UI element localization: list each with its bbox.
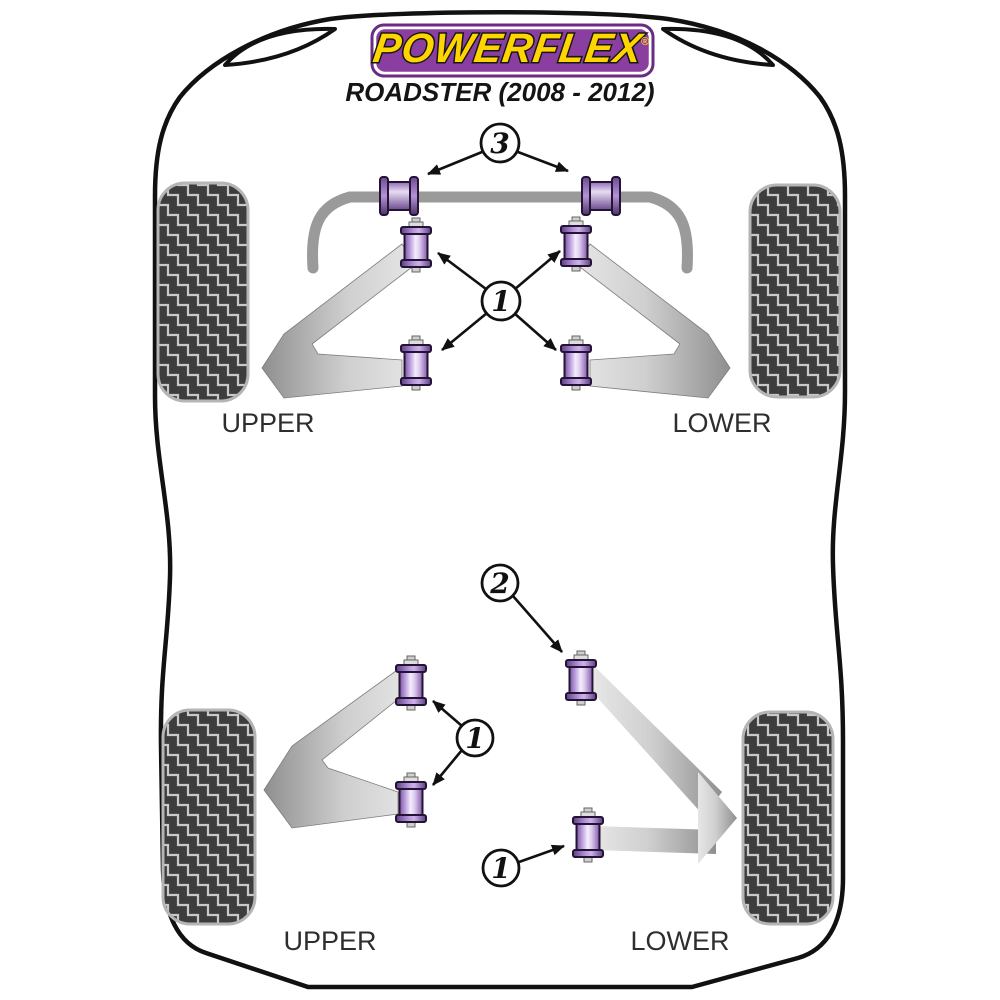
rear-lower-arm-bush-rear bbox=[572, 807, 604, 863]
anti-roll-bar bbox=[306, 191, 694, 274]
arrow-2-to-rear-lower-front-bush bbox=[512, 595, 563, 653]
rear-upper-label: UPPER bbox=[283, 926, 376, 956]
front-upper-arm bbox=[261, 243, 417, 399]
anti-roll-bar-bush-left bbox=[379, 176, 419, 216]
arrow-1-to-rear-upper-rear-bush bbox=[431, 749, 464, 786]
front-upper-arm-bush-front bbox=[400, 217, 432, 273]
arrow-1-to-front-upper-rear-bush bbox=[441, 311, 488, 352]
rear-upper-arm-bush-rear bbox=[395, 772, 427, 828]
callout-number: 1 bbox=[491, 852, 510, 885]
arrow-3-to-left-spool bbox=[427, 150, 483, 176]
callout-number: 1 bbox=[491, 285, 510, 318]
tire-front-left bbox=[156, 181, 250, 403]
powerflex-logo: POWERFLEX ® bbox=[369, 23, 655, 78]
rear-upper-arm bbox=[263, 667, 413, 829]
logo-outer-border bbox=[370, 23, 655, 78]
arrow-1-to-rear-lower-rear-bush bbox=[518, 844, 565, 864]
callout-rear-upper: 1 bbox=[455, 718, 495, 758]
front-lower-arm-bush-front bbox=[560, 216, 592, 272]
tire-rear-right bbox=[741, 710, 835, 926]
rear-upper-arm-bush-front bbox=[395, 655, 427, 711]
brand-wordmark: POWERFLEX bbox=[370, 25, 647, 71]
headlight-right-icon bbox=[661, 26, 775, 67]
headlight-left-icon bbox=[223, 26, 337, 67]
arrow-1-to-rear-upper-front-bush bbox=[432, 700, 463, 727]
arrow-1-to-front-lower-front-bush bbox=[514, 250, 561, 290]
front-lower-arm-bush-rear bbox=[560, 335, 592, 391]
callout-number: 1 bbox=[465, 722, 484, 755]
callout-rear-lower-rear: 1 bbox=[481, 848, 521, 888]
callout-arrows bbox=[427, 150, 569, 864]
model-subtitle: ROADSTER (2008 - 2012) bbox=[345, 77, 654, 107]
callout-number: 2 bbox=[489, 567, 509, 600]
front-lower-label: LOWER bbox=[672, 408, 771, 438]
registered-trademark-icon: ® bbox=[641, 36, 649, 48]
callout-rear-lower-front: 2 bbox=[480, 563, 520, 603]
arrow-3-to-right-spool bbox=[517, 150, 569, 173]
front-lower-arm bbox=[575, 243, 731, 399]
callout-front-arms: 1 bbox=[480, 280, 522, 322]
arrow-1-to-front-upper-front-bush bbox=[437, 251, 487, 291]
front-upper-arm-bush-rear bbox=[400, 335, 432, 391]
callout-number: 3 bbox=[490, 127, 509, 160]
callout-front-anti-roll-bar: 3 bbox=[479, 122, 521, 164]
anti-roll-bar-bush-right bbox=[581, 176, 621, 216]
arrow-1-to-front-lower-rear-bush bbox=[513, 312, 557, 351]
tire-rear-left bbox=[161, 708, 257, 926]
tire-front-right bbox=[748, 183, 842, 399]
rear-lower-label: LOWER bbox=[630, 926, 729, 956]
rear-lower-arm bbox=[594, 666, 737, 864]
logo-background bbox=[373, 26, 652, 75]
rear-lower-arm-bush-front bbox=[565, 650, 597, 706]
front-upper-label: UPPER bbox=[221, 408, 314, 438]
